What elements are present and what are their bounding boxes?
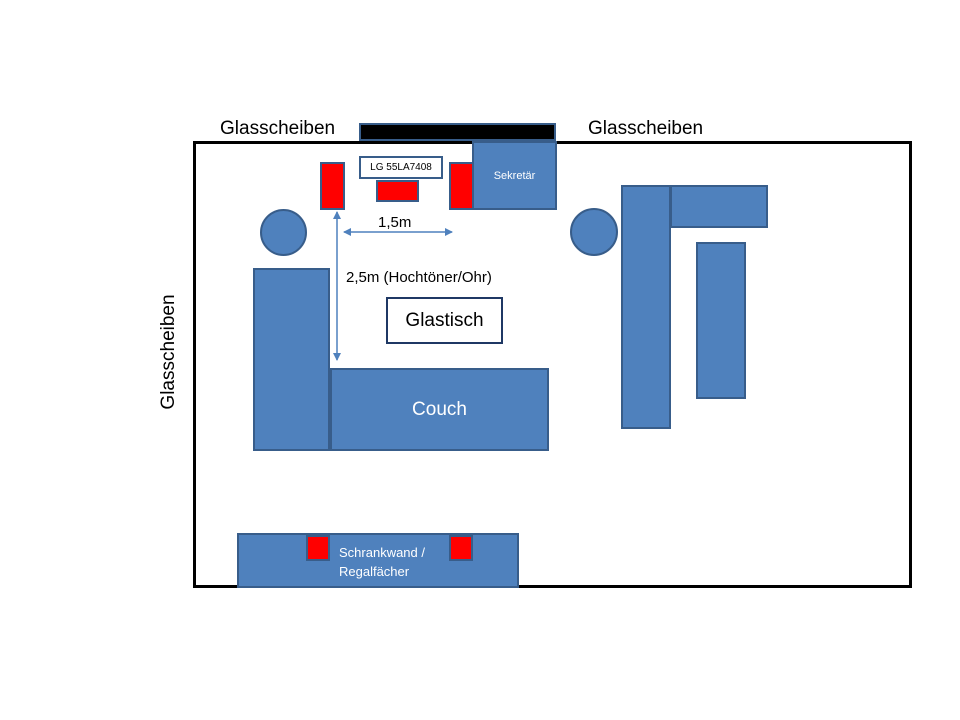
couch-label: Couch	[412, 398, 467, 420]
secretary-desk: Sekretär	[472, 141, 557, 210]
glass-table-label: Glastisch	[405, 309, 484, 331]
width-measure-label: 1,5m	[378, 214, 412, 231]
glass-table: Glastisch	[386, 297, 503, 344]
wall-unit-label-line1: Schrankwand /	[339, 545, 425, 560]
center-speaker	[376, 180, 419, 202]
right-furniture-shelf	[696, 242, 746, 399]
depth-measure-label: 2,5m (Hochtöner/Ohr)	[346, 269, 492, 286]
secretary-label: Sekretär	[493, 169, 536, 182]
rear-right-speaker	[449, 535, 473, 561]
wall-unit-label-line2: Regalfächer	[339, 564, 410, 579]
rear-left-speaker	[306, 535, 330, 561]
round-side-table-right	[570, 208, 618, 256]
wall-unit-label: Schrankwand / Regalfächer	[339, 543, 425, 581]
front-left-speaker	[320, 162, 345, 210]
couch-side-section	[253, 268, 330, 451]
right-furniture-horizontal	[670, 185, 768, 228]
glass-panes-label-top-left: Glasscheiben	[220, 118, 336, 139]
right-furniture-vertical	[621, 185, 671, 429]
glass-panes-label-top-right: Glasscheiben	[588, 118, 704, 139]
couch-main-section: Couch	[330, 368, 549, 451]
round-side-table-left	[260, 209, 307, 256]
tv-wall-bar	[359, 123, 556, 141]
tv-model-box: LG 55LA7408	[359, 156, 443, 179]
tv-model-label: LG 55LA7408	[370, 162, 432, 173]
front-right-speaker	[449, 162, 474, 210]
